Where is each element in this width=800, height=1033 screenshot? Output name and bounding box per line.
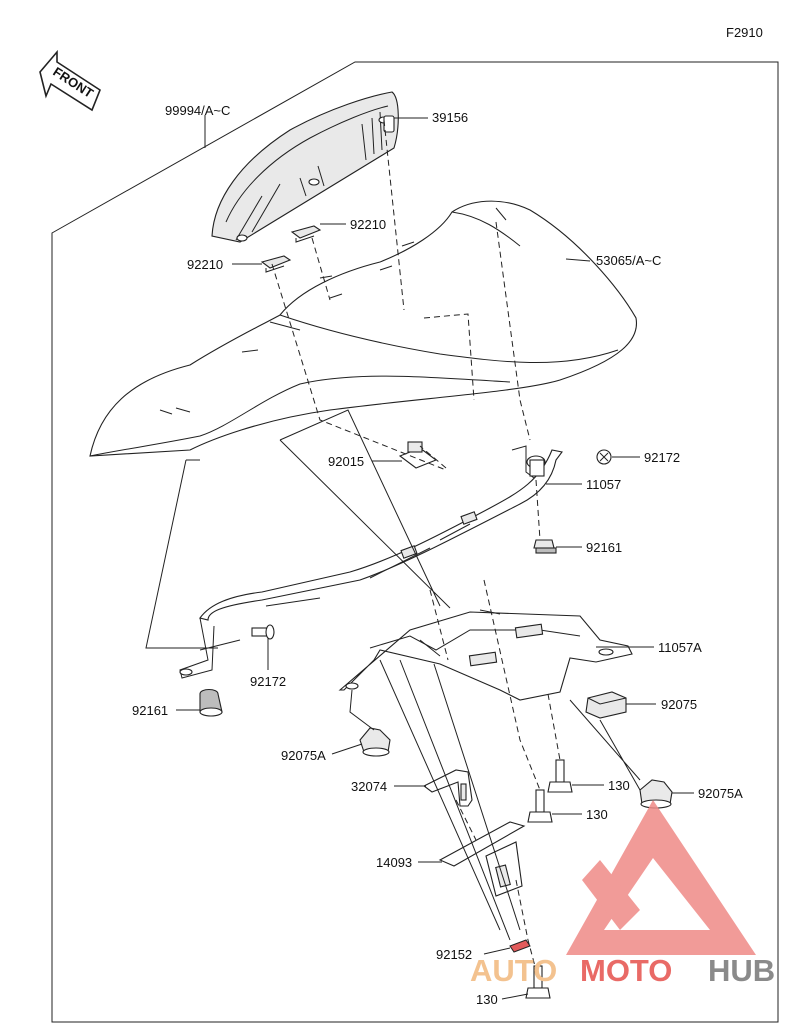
rubber-92075 [585, 691, 627, 719]
callout-130-b: 130 [552, 807, 608, 822]
label-53065: 53065/A~C [596, 253, 661, 268]
callout-14093: 14093 [376, 855, 442, 870]
callout-11057: 11057 [546, 477, 621, 492]
grommet-92210-a [290, 225, 322, 243]
label-92210-b: 92210 [187, 257, 223, 272]
callout-39156: 39156 [394, 110, 468, 125]
callout-92075a-right: 92075A [672, 786, 743, 801]
label-92075: 92075 [661, 697, 697, 712]
callout-92075a-left: 92075A [281, 743, 363, 763]
watermark-part3: HUB [708, 953, 775, 988]
cowl-99994 [211, 91, 399, 243]
watermark-part2: MOTO [580, 953, 672, 988]
kit-frame [51, 61, 779, 1023]
watermark-logo-icon [566, 800, 756, 955]
rubber-92075a-left [359, 727, 391, 757]
watermark-triangle [566, 800, 756, 955]
bracket-11057 [179, 445, 563, 679]
rubber-92075a-right [639, 779, 673, 809]
label-92210-a: 92210 [350, 217, 386, 232]
grommet-92161-top [533, 539, 557, 554]
label-14093: 14093 [376, 855, 412, 870]
guide-lines [271, 119, 561, 971]
callout-92210-a: 92210 [320, 217, 386, 232]
screw-92172-bottom [251, 624, 275, 640]
label-92172-b: 92172 [250, 674, 286, 689]
front-arrow-icon: FRONT [39, 49, 101, 112]
label-92075a-left: 92075A [281, 748, 326, 763]
bracket-11057a [338, 609, 633, 701]
callout-130-c: 130 [476, 992, 529, 1007]
label-11057: 11057 [586, 477, 621, 492]
stay-14093 [438, 821, 526, 897]
label-32074: 32074 [351, 779, 387, 794]
callout-92172-a: 92172 [612, 450, 680, 465]
label-92075a-right: 92075A [698, 786, 743, 801]
bolt-130-b [527, 789, 553, 823]
label-39156: 39156 [432, 110, 468, 125]
figure-code: F2910 [726, 25, 763, 40]
watermark-part1: AUTO [470, 953, 557, 988]
bolt-130-a [547, 759, 573, 793]
seat-cover-53065 [89, 200, 638, 457]
callout-99994: 99994/A~C [165, 103, 230, 148]
screw-92172-top [596, 449, 612, 465]
callout-92075: 92075 [626, 697, 697, 712]
label-99994: 99994/A~C [165, 103, 230, 118]
label-130-b: 130 [586, 807, 608, 822]
label-92015: 92015 [328, 454, 364, 469]
bolt-39156 [383, 115, 395, 133]
callout-53065: 53065/A~C [565, 253, 661, 268]
assembly-lines [145, 409, 641, 941]
callout-92152: 92152 [436, 947, 511, 962]
label-130-a: 130 [608, 778, 630, 793]
callout-11057a: 11057A [596, 640, 702, 655]
callout-92172-b: 92172 [250, 638, 286, 689]
callout-32074: 32074 [351, 779, 426, 794]
callout-92210-b: 92210 [187, 257, 262, 272]
label-92161-b: 92161 [132, 703, 168, 718]
watermark-text: AUTO MOTO HUB [470, 953, 775, 988]
label-130-c: 130 [476, 992, 498, 1007]
grommet-92210-b [260, 255, 292, 273]
callout-92015: 92015 [328, 454, 402, 469]
label-92172-a: 92172 [644, 450, 680, 465]
label-92161-a: 92161 [586, 540, 622, 555]
grommet-92161-bottom [199, 688, 223, 717]
callout-130-a: 130 [572, 778, 630, 793]
plate-32074 [422, 769, 473, 807]
callout-92161-a: 92161 [556, 540, 622, 555]
label-11057a: 11057A [658, 640, 702, 655]
callout-92161-b: 92161 [132, 703, 200, 718]
clip-92152 [509, 939, 531, 953]
label-92152: 92152 [436, 947, 472, 962]
